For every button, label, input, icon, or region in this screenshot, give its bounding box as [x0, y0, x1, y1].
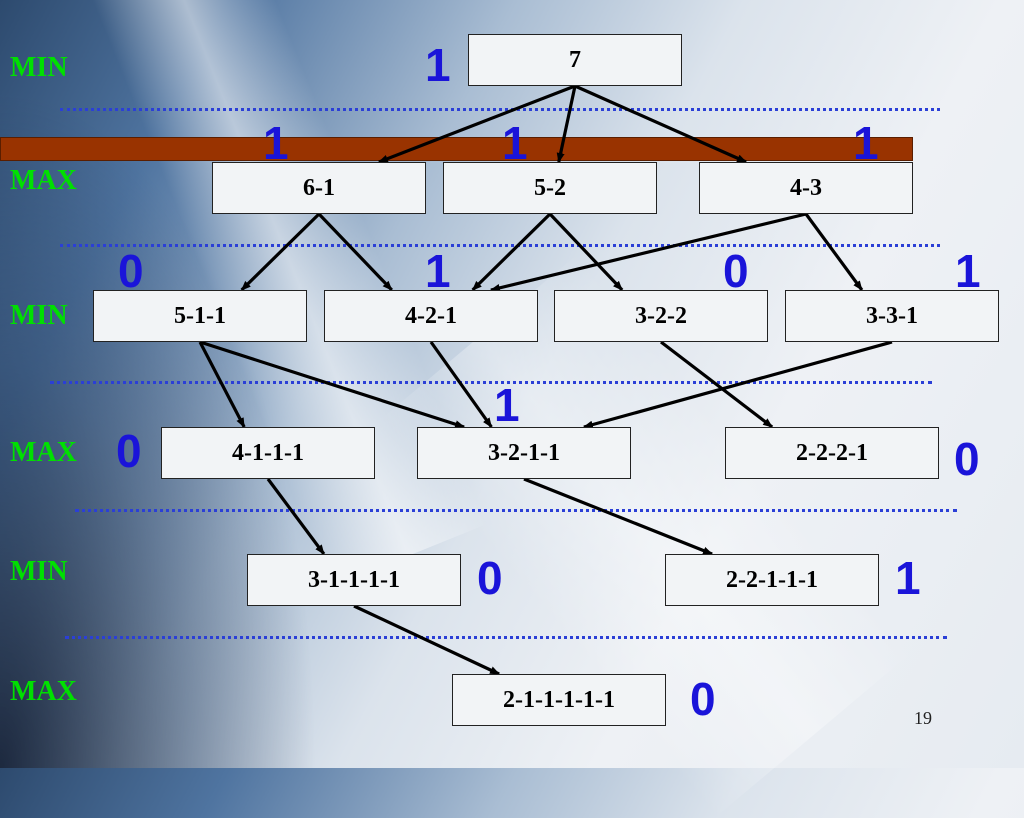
node-3-2-1-1: 3-2-1-1 — [417, 427, 631, 479]
node-value-3-1-1-1-1: 0 — [477, 552, 503, 604]
edge-n43-n331 — [804, 213, 864, 291]
node-label: 2-1-1-1-1-1 — [503, 686, 615, 713]
edge-n61-n511 — [240, 212, 321, 292]
edge-n322-n2221 — [660, 340, 774, 429]
page-number: 19 — [914, 708, 932, 728]
node-label: 5-1-1 — [174, 302, 226, 329]
node-value-2-2-2-1: 0 — [954, 433, 980, 485]
node-6-1: 6-1 — [212, 162, 426, 214]
edge-n511-n4111 — [198, 341, 246, 428]
level-separator — [60, 244, 940, 247]
node-4-1-1-1: 4-1-1-1 — [161, 427, 375, 479]
node-value-4-3: 1 — [853, 117, 879, 169]
node-label: 4-3 — [790, 174, 822, 201]
node-5-1-1: 5-1-1 — [93, 290, 307, 342]
edge-n52-n322 — [548, 212, 624, 292]
level-label-min: MIN — [10, 556, 68, 587]
node-label: 2-2-1-1-1 — [726, 566, 818, 593]
edge-n52-n421 — [471, 212, 552, 292]
node-value-4-2-1: 1 — [425, 245, 451, 297]
node-value-5-2: 1 — [502, 117, 528, 169]
edge-n7-n52 — [556, 85, 577, 163]
edge-n61-n421 — [317, 212, 393, 292]
node-value-7: 1 — [425, 39, 451, 91]
node-label: 7 — [569, 46, 581, 73]
node-label: 3-3-1 — [866, 302, 918, 329]
highlight-bar — [0, 137, 913, 161]
node-4-2-1: 4-2-1 — [324, 290, 538, 342]
node-label: 4-2-1 — [405, 302, 457, 329]
node-value-5-1-1: 0 — [118, 245, 144, 297]
node-label: 5-2 — [534, 174, 566, 201]
node-label: 4-1-1-1 — [232, 439, 304, 466]
edge-n3211-n22111 — [523, 477, 714, 556]
node-3-2-2: 3-2-2 — [554, 290, 768, 342]
edge-n511-n3211 — [199, 340, 466, 429]
node-label: 3-1-1-1-1 — [308, 566, 400, 593]
level-label-min: MIN — [10, 52, 68, 83]
node-3-3-1: 3-3-1 — [785, 290, 999, 342]
node-5-2: 5-2 — [443, 162, 657, 214]
node-value-2-1-1-1-1-1: 0 — [690, 673, 716, 725]
edge-n331-n3211 — [582, 340, 893, 429]
level-label-max: MAX — [10, 165, 77, 196]
node-4-3: 4-3 — [699, 162, 913, 214]
node-value-3-2-2: 0 — [723, 245, 749, 297]
level-label-min: MIN — [10, 300, 68, 331]
node-value-4-1-1-1: 0 — [116, 425, 142, 477]
level-separator — [75, 509, 957, 512]
node-label: 6-1 — [303, 174, 335, 201]
level-label-max: MAX — [10, 437, 77, 468]
edge-n31111-n211111 — [353, 604, 500, 676]
node-3-1-1-1-1: 3-1-1-1-1 — [247, 554, 461, 606]
edge-n7-n43 — [574, 84, 747, 164]
edge-n421-n3211 — [429, 341, 493, 428]
node-value-6-1: 1 — [263, 117, 289, 169]
level-separator — [65, 636, 947, 639]
node-2-2-1-1-1: 2-2-1-1-1 — [665, 554, 879, 606]
node-label: 3-2-1-1 — [488, 439, 560, 466]
node-2-1-1-1-1-1: 2-1-1-1-1-1 — [452, 674, 666, 726]
edge-n4111-n31111 — [266, 478, 326, 555]
edge-n43-n421 — [489, 212, 807, 292]
level-label-max: MAX — [10, 676, 77, 707]
level-separator — [60, 108, 940, 111]
level-separator — [50, 381, 932, 384]
node-label: 3-2-2 — [635, 302, 687, 329]
tree-edges — [198, 84, 893, 676]
node-2-2-2-1: 2-2-2-1 — [725, 427, 939, 479]
node-value-3-2-1-1: 1 — [494, 379, 520, 431]
node-7: 7 — [468, 34, 682, 86]
edge-n7-n61 — [377, 84, 576, 164]
node-value-2-2-1-1-1: 1 — [895, 552, 921, 604]
node-value-3-3-1: 1 — [955, 245, 981, 297]
node-label: 2-2-2-1 — [796, 439, 868, 466]
